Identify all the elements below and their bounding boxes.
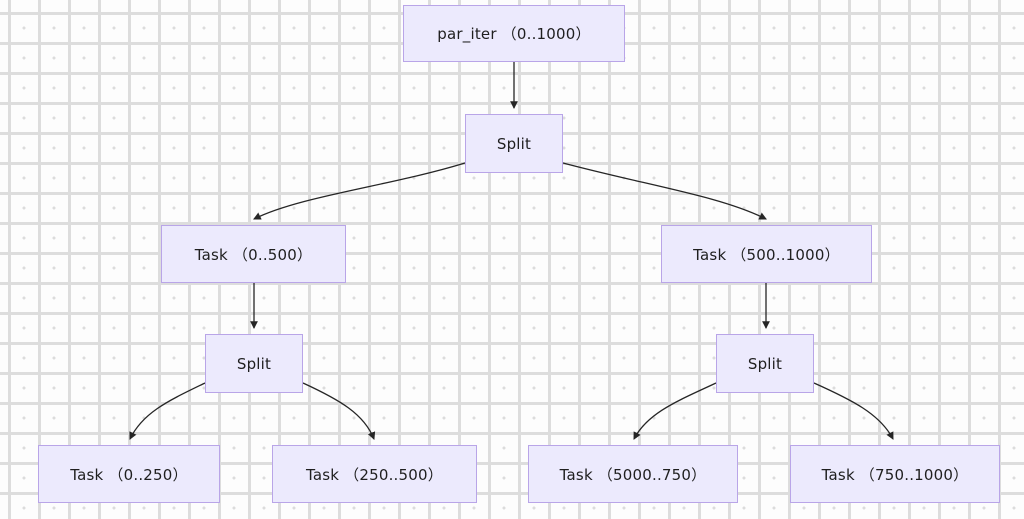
edge-split0-to-taskR [562, 162, 767, 220]
node-splitL[interactable]: Split [205, 334, 303, 393]
node-split0[interactable]: Split [465, 114, 563, 173]
edge-splitR-to-taskRR [813, 382, 894, 440]
edge-splitR-to-taskRL [633, 382, 717, 440]
node-taskL[interactable]: Task （0..500） [161, 225, 346, 283]
node-taskLR[interactable]: Task （250..500） [272, 445, 477, 503]
node-taskR[interactable]: Task （500..1000） [661, 225, 872, 283]
edge-splitL-to-taskLL [129, 382, 206, 440]
node-taskRR[interactable]: Task （750..1000） [790, 445, 1000, 503]
node-taskLL[interactable]: Task （0..250） [38, 445, 220, 503]
node-taskRL[interactable]: Task （5000..750） [528, 445, 738, 503]
node-root[interactable]: par_iter （0..1000） [403, 5, 625, 62]
edge-splitL-to-taskLR [302, 382, 376, 440]
node-splitR[interactable]: Split [716, 334, 814, 393]
edge-split0-to-taskL [253, 162, 466, 220]
